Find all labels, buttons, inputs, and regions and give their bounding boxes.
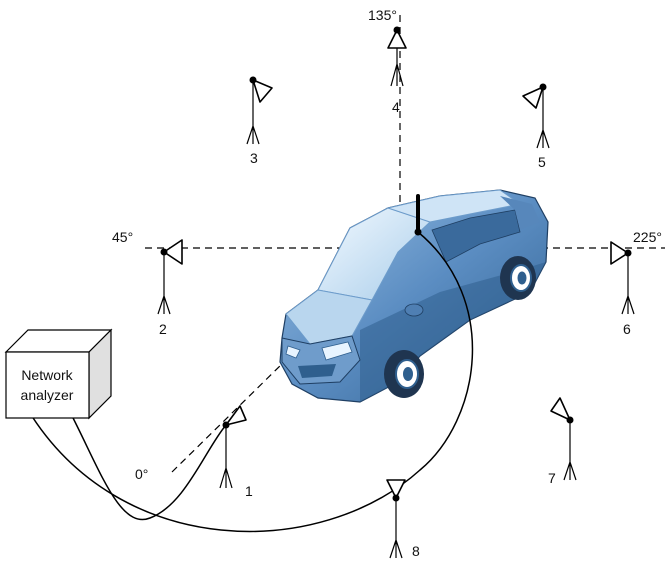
antenna-8: 8	[386, 479, 420, 559]
car-mirror	[404, 303, 424, 317]
antenna-7-label: 7	[548, 470, 556, 486]
cable-to-antenna-1	[69, 411, 227, 521]
analyzer-front-face	[5, 351, 90, 419]
antenna-7: 7	[548, 397, 577, 486]
network-analyzer: Network analyzer	[4, 328, 113, 420]
car-illustration	[279, 189, 549, 403]
angle-label-0: 0°	[135, 466, 148, 482]
antenna-2: 2	[157, 239, 183, 337]
antenna-3: 3	[246, 76, 273, 166]
analyzer-label-line1: Network	[21, 367, 73, 383]
car-headlight-left	[285, 345, 301, 359]
antenna-4: 4	[387, 26, 407, 115]
antenna-2-label: 2	[159, 321, 167, 337]
antenna-3-label: 3	[250, 150, 258, 166]
antenna-8-label: 8	[412, 543, 420, 559]
angle-label-225: 225°	[633, 229, 662, 245]
car-front-wheel	[384, 350, 424, 398]
antenna-4-label: 4	[392, 99, 400, 115]
car-rear-window	[500, 196, 540, 230]
antenna-5: 5	[522, 83, 550, 170]
car-headlight-right	[321, 341, 353, 361]
antenna-1-label: 1	[245, 483, 253, 499]
car-rear-wheel	[500, 256, 536, 300]
analyzer-label-line2: analyzer	[21, 387, 74, 403]
antenna-6-label: 6	[623, 321, 631, 337]
angle-label-135: 135°	[368, 7, 397, 23]
antenna-1: 1	[219, 405, 253, 499]
car-hood	[285, 289, 373, 345]
angle-label-45: 45°	[112, 229, 133, 245]
car-grille	[298, 364, 336, 378]
antenna-5-label: 5	[538, 154, 546, 170]
antenna-6: 6	[610, 241, 635, 337]
